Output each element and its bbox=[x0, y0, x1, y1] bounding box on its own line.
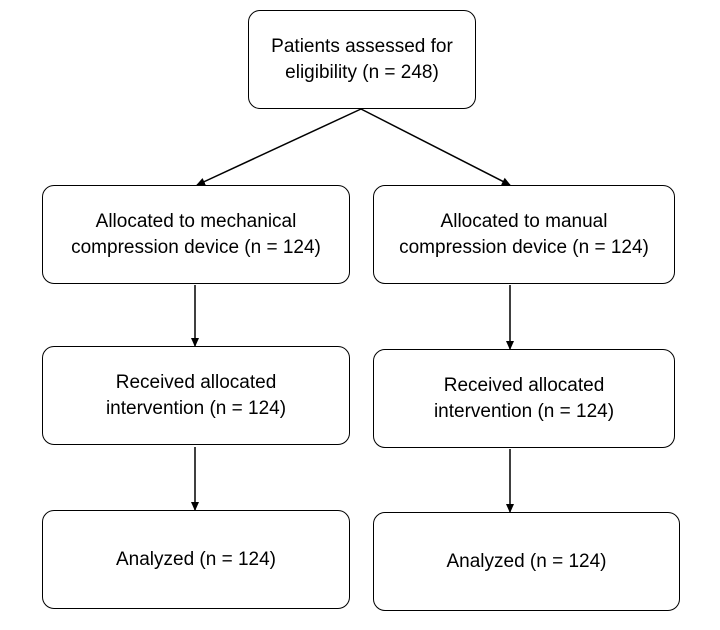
mechanical-allocation-box: Allocated to mechanical compression devi… bbox=[42, 185, 350, 284]
mechanical-allocation-text-line-2: compression device (n = 124) bbox=[71, 236, 321, 258]
mechanical-allocation-text-line-1: Allocated to mechanical bbox=[95, 210, 297, 232]
mechanical-received-box: Received allocated intervention (n = 124… bbox=[42, 346, 350, 445]
screening-text-line-2: eligibility (n = 248) bbox=[285, 61, 439, 83]
manual-analyzed-text: Analyzed (n = 124) bbox=[446, 550, 607, 572]
manual-analyzed-box: Analyzed (n = 124) bbox=[373, 512, 680, 611]
mechanical-analyzed-box: Analyzed (n = 124) bbox=[42, 510, 350, 609]
mechanical-received-text-line-2: intervention (n = 124) bbox=[105, 397, 287, 419]
arrow-screening-to-manual bbox=[360, 108, 511, 186]
manual-received-text-line-2: intervention (n = 124) bbox=[433, 400, 615, 422]
screening-box: Patients assessed for eligibility (n = 2… bbox=[248, 10, 476, 109]
arrow-screening-to-mechanical bbox=[196, 108, 362, 186]
mechanical-received-text-line-1: Received allocated bbox=[115, 371, 277, 393]
manual-allocation-text-line-2: compression device (n = 124) bbox=[399, 236, 649, 258]
screening-text-line-1: Patients assessed for bbox=[271, 35, 453, 57]
manual-allocation-box: Allocated to manual compression device (… bbox=[373, 185, 675, 284]
mechanical-analyzed-text: Analyzed (n = 124) bbox=[115, 548, 276, 570]
manual-allocation-text-line-1: Allocated to manual bbox=[440, 210, 608, 232]
manual-received-text-line-1: Received allocated bbox=[443, 374, 605, 396]
manual-received-box: Received allocated intervention (n = 124… bbox=[373, 349, 675, 448]
